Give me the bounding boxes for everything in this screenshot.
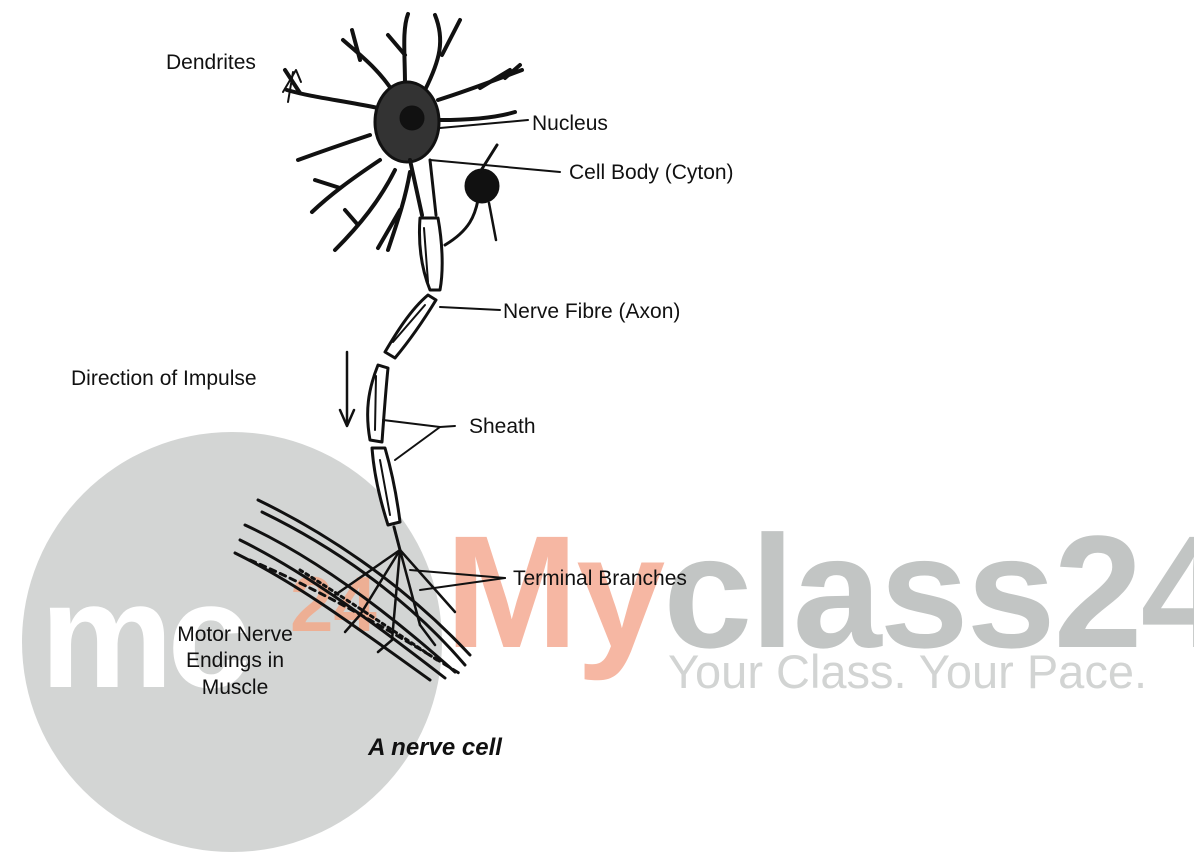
label-motor-line-3: Muscle [150,675,320,701]
label-terminal-branches: Terminal Branches [513,567,687,591]
nucleus-shape [400,106,424,130]
label-sheath: Sheath [469,415,536,439]
label-nucleus: Nucleus [532,112,608,136]
collateral-bulb-shape [465,169,499,203]
figure-caption: A nerve cell [0,734,870,762]
label-motor-line-1: Motor Nerve [150,622,320,648]
diagram-canvas: mc 24 Myclass24 Your Class. Your Pace. [0,0,1194,763]
label-motor-line-2: Endings in [150,648,320,674]
label-dendrites: Dendrites [166,51,256,75]
sheath-segments [368,218,443,525]
label-nerve-fibre: Nerve Fibre (Axon) [503,300,680,324]
label-direction-of-impulse: Direction of Impulse [71,367,257,391]
label-cell-body: Cell Body (Cyton) [569,161,734,185]
label-motor-nerve-endings: Motor Nerve Endings in Muscle [150,622,320,701]
